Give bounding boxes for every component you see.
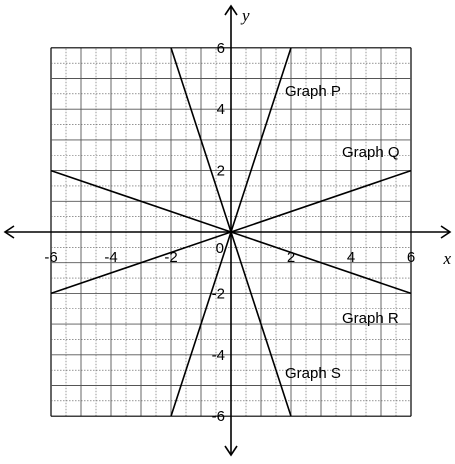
y-axis-arrow-bottom [224, 445, 238, 457]
x-tick-label: 6 [407, 249, 415, 266]
series-label-graph-s: Graph S [285, 365, 341, 382]
series-lines [50, 47, 412, 417]
origin-label: 0 [216, 240, 224, 257]
y-axis-title: y [240, 6, 250, 25]
series-label-graph-r: Graph R [342, 310, 399, 327]
x-tick-label: -6 [44, 249, 57, 266]
x-tick-label: 2 [287, 249, 295, 266]
series-label-graph-p: Graph P [285, 83, 341, 100]
x-tick-label: 4 [347, 249, 355, 266]
y-tick-label: -6 [212, 408, 225, 425]
series-label-graph-q: Graph Q [342, 144, 400, 161]
x-tick-label: -2 [164, 249, 177, 266]
x-axis-arrow-left [3, 225, 15, 239]
y-tick-label: -2 [212, 285, 225, 302]
y-tick-label: 2 [217, 163, 225, 180]
series-line-graph-s [170, 47, 292, 417]
y-axis-arrow-top [224, 4, 238, 16]
y-tick-label: 4 [217, 101, 225, 118]
x-axis-title: x [442, 249, 451, 268]
y-tick-label: -4 [212, 347, 225, 364]
x-tick-label: -4 [104, 249, 117, 266]
y-tick-label: 6 [217, 40, 225, 57]
x-axis-arrow-right [440, 225, 452, 239]
